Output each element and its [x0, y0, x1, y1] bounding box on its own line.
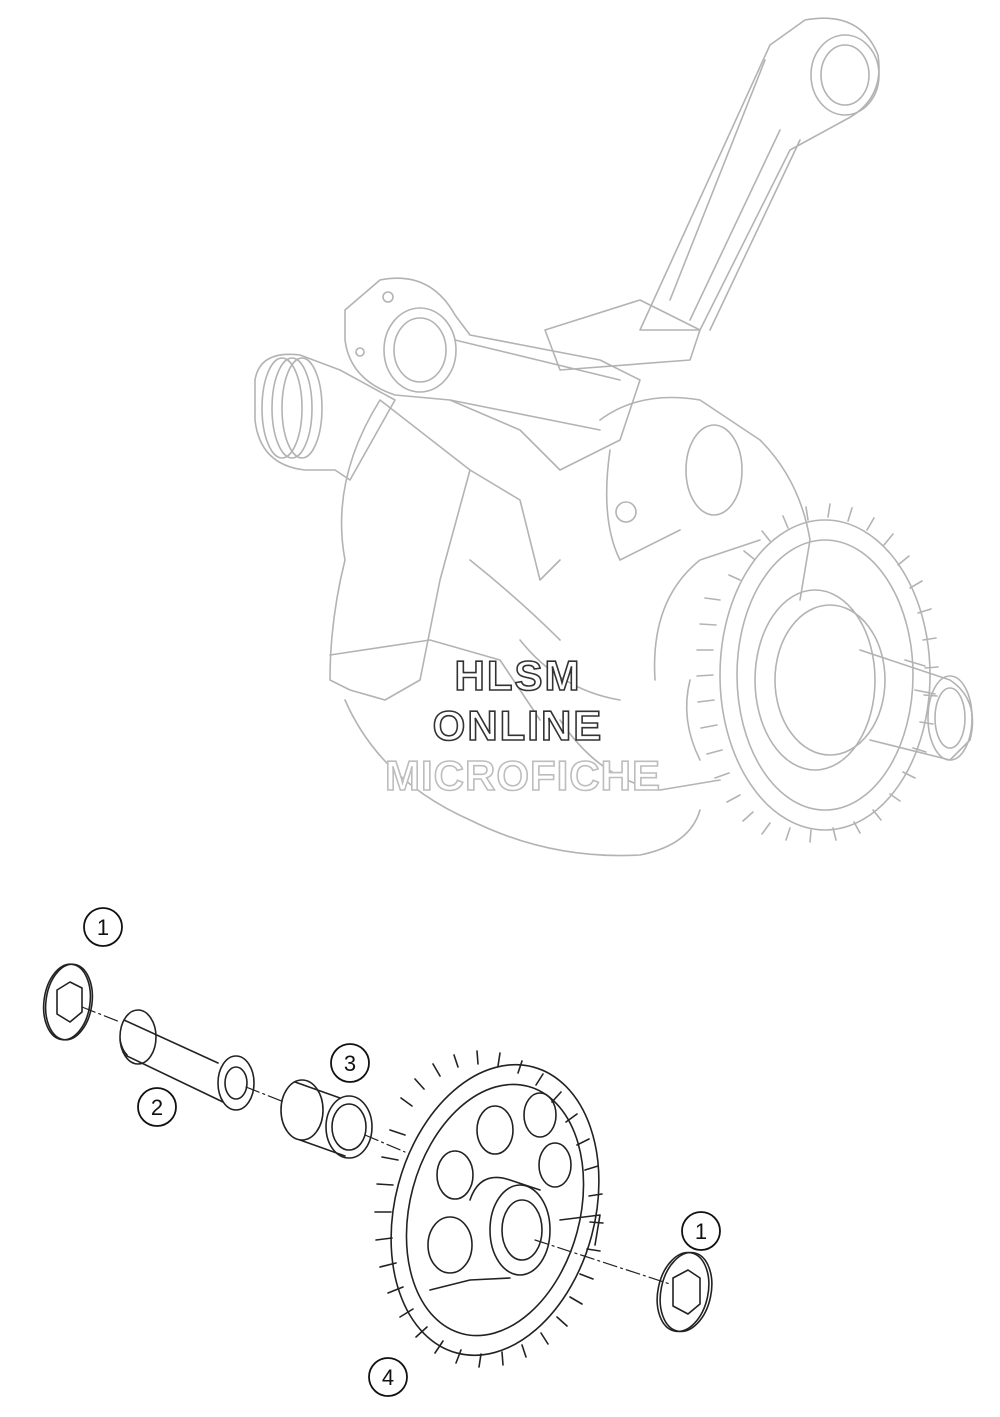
connecting-rod-upper	[544, 17, 880, 371]
watermark-line-3: MICROFICHE	[385, 752, 661, 799]
callouts: 1 2 3 1 4	[83, 907, 721, 1397]
callout-3[interactable]: 3	[330, 1043, 370, 1083]
part-2-pin[interactable]	[119, 1009, 255, 1111]
part-4-gear[interactable]	[360, 1041, 630, 1379]
crankshaft-assembly-ghost	[254, 17, 974, 857]
callout-4-number: 4	[382, 1365, 394, 1390]
watermark-line-2: ONLINE	[433, 702, 604, 749]
callout-3-number: 3	[344, 1051, 356, 1076]
callout-1-left[interactable]: 1	[83, 907, 123, 947]
assembly-centerline	[81, 1006, 671, 1285]
part-1-washer-left[interactable]	[39, 961, 97, 1043]
callout-1-right-number: 1	[695, 1219, 707, 1244]
callout-4[interactable]: 4	[368, 1357, 408, 1397]
part-1-washer-right[interactable]	[650, 1248, 719, 1337]
part-3-bushing[interactable]	[280, 1079, 373, 1159]
exploded-parts	[39, 961, 719, 1379]
connecting-rod-lower	[344, 277, 641, 471]
callout-2[interactable]: 2	[137, 1087, 177, 1127]
callout-1-right[interactable]: 1	[681, 1211, 721, 1251]
crankshaft-gear	[696, 503, 974, 843]
watermark-line-1: HLSM	[455, 652, 582, 699]
crankshaft-body	[254, 353, 811, 857]
callout-2-number: 2	[151, 1095, 163, 1120]
watermark: HLSM ONLINE MICROFICHE	[384, 651, 661, 800]
callout-1-left-number: 1	[97, 915, 109, 940]
